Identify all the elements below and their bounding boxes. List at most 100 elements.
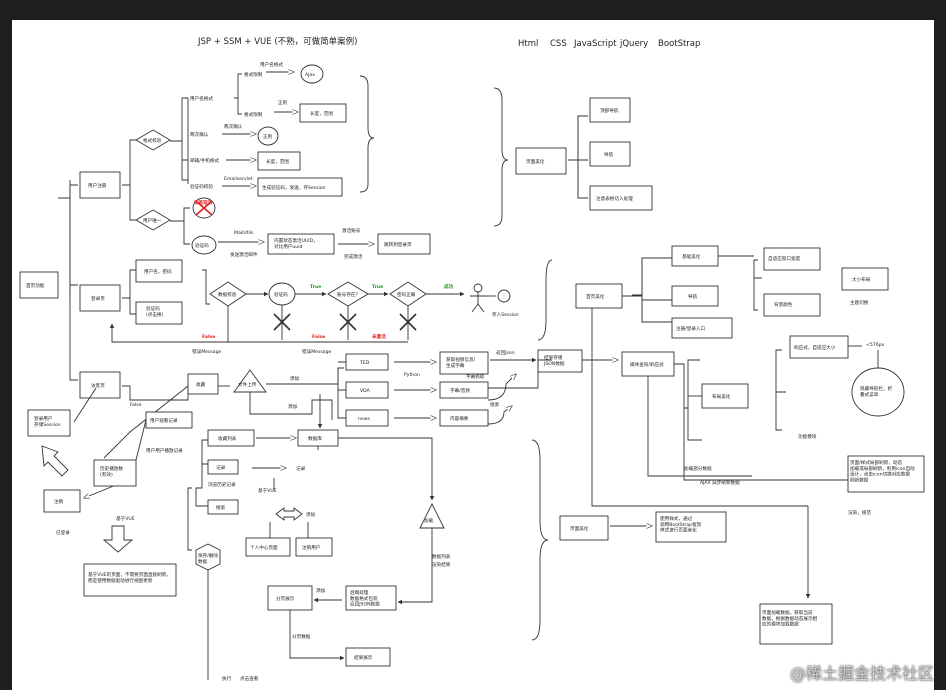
node-login-user-session-label: 登录用户存储Session [34,415,61,428]
tech-javascript: JavaScript [573,39,617,49]
node-ui-center [621,351,675,377]
node-footer-ui [671,317,733,339]
node-right-box-label: 页面/样式局部刷新，动态加载或局部刷新，利用icon自动设计，点击icon切换对… [850,459,915,483]
node-ui-center-label: 媒体查询/响应式 [630,361,664,368]
node-right-box [847,455,925,493]
triangle-load [419,502,445,529]
node-layout-size [841,267,889,291]
label-data-list: 数据列表 [432,553,451,560]
diamond-pwd-correct-label: 密码正确 [397,291,416,298]
label-mailutils: MailUtils [234,230,254,236]
node-collect-list [207,429,255,447]
label-search: 搜索 [490,401,500,408]
label-success: 成功 [444,283,454,290]
label-user-name-rule: 用户名格式 [190,95,213,102]
session-store-icon [497,289,511,303]
node-login-page [79,284,121,312]
node-user-register-label: 用户注册 [88,182,107,189]
node-nav-label: 导航 [604,151,614,158]
node-basic-ui-label: 基础美化 [682,253,701,260]
label-browse-history: 浏览历史记录 [208,481,236,488]
node-register-entry [589,185,653,211]
node-style-desc-label: 使用样式，通过调用BootStrap框架样式进行页面美化 [660,515,702,534]
label-send-server: 验证码校验 [190,183,213,190]
label-add: 添加 [306,511,316,518]
node-register-entry-label: 注意表格切入处理 [596,195,633,202]
node-length-scope-label: 长度，范围 [266,158,289,165]
label-no: 添加 [288,403,298,410]
node-page-beautify [515,147,567,175]
label-send-activate: 发送激活邮件 [230,251,258,258]
node-bg-color [763,293,821,317]
node-code-input-label: 验证码(点击换) [146,305,164,318]
label-logged-in: 已登录 [56,529,70,536]
hex-save-delete [195,543,221,571]
node-style-right [559,515,609,541]
diamond-validate-format-label: 数据校验 [218,291,237,298]
node-page-show [345,647,391,667]
label-bottom-view: 点击查看 [240,675,259,682]
tech-bootstrap: BootStrap [658,39,700,49]
diamond-unique-check-label: 用户唯一 [143,217,162,224]
header-left-title: JSP + SSM + VUE (不熟，可做简单案例) [197,36,357,47]
label-emailservlet: Emailservlet [224,176,253,182]
label-email-fmt: 邮箱/手机格式 [190,157,220,164]
tech-css: CSS [550,39,567,49]
watermark: @稀土掘金技术社区 [789,664,934,683]
node-add-list-label: 分页展示 [276,595,295,602]
node-regex [257,126,279,146]
node-result-desc [345,585,397,611]
label-err-msg-mid: 错误Message [302,348,331,355]
label-true-2: True [372,284,383,290]
node-vue-desc [83,563,177,597]
label-font-style: 功能模块 [798,433,817,440]
node-style-desc [655,511,727,543]
node-circle-menu-label: 隐藏导航栏，折叠式菜单 [860,385,893,398]
hex-save-delete-label: 保存/删除数据 [198,552,218,565]
diamond-format-check-label: 格式校验 [143,137,162,144]
node-layout-size-label: 大小布局 [852,276,871,283]
node-upload [187,373,219,395]
node-grid-fit-label: 自适应窗口宽度 [768,255,801,262]
node-delete-user-label: 注销用户 [302,544,320,551]
node-profile-label: 访客页 [91,382,105,389]
node-homepage-label: 首页功能 [26,282,45,289]
down-arrow-icon [102,525,134,553]
double-arrow-icon [275,507,303,521]
node-user-register [79,171,121,199]
label-pwd-check: 两次确认 [190,131,209,138]
node-len-bound-label: 长度，范围 [310,110,333,117]
label-max-width: <576px [866,342,885,348]
node-style-right-label: 页面美化 [570,525,589,532]
node-regex-label: 正则 [263,133,273,140]
node-result-desc-label: 后端处理数据格式包装返回JSON数据 [350,589,380,608]
tech-jquery: jQuery [619,39,648,49]
label-true-1: True [310,284,321,290]
node-verify-code-label: 验证码 [274,291,288,298]
label-err-msg-left: 错误Message [192,348,221,355]
node-add-list [267,585,313,611]
label-return-json: 返回Json [496,349,515,356]
node-layout-label: 布局美化 [712,393,731,400]
header-tech-list: Html CSS JavaScript jQuery BootStrap [518,39,700,49]
label-reg-done: 完成激活 [344,253,363,260]
node-video-info-label: 获取视频信息/生成字幕 [446,356,476,369]
label-add-small: 添加 [316,587,326,594]
label-render-result: 渲染结果 [432,561,451,568]
tech-html: Html [518,39,538,49]
node-tag-cancel: 标签取消 [193,199,213,206]
node-bottom-box-label: 页面加载数据，获取当前数据，根据数据动态展示相应的模块加载数据 [762,609,818,628]
node-login-user-session [27,409,71,437]
label-ajax-check: 用户名格式 [260,61,283,68]
up-left-arrow-icon [41,445,69,477]
node-database-label: 数据库 [308,435,322,442]
node-bg-color-label: 背景颜色 [774,301,793,308]
diamond-account-exists-label: 账号存在？ [337,291,360,298]
node-home-ui-label: 首页美化 [586,293,605,300]
node-username-pwd-label: 用户名，密码 [144,268,172,275]
label-fetch-data: 加载部分数据 [684,465,712,472]
node-responsive-label: 响应式，自适应大小 [794,344,836,351]
label-bottom-exec: 执行 [222,675,232,682]
diamond-format-check [135,129,171,151]
node-bottom-box [759,603,833,645]
